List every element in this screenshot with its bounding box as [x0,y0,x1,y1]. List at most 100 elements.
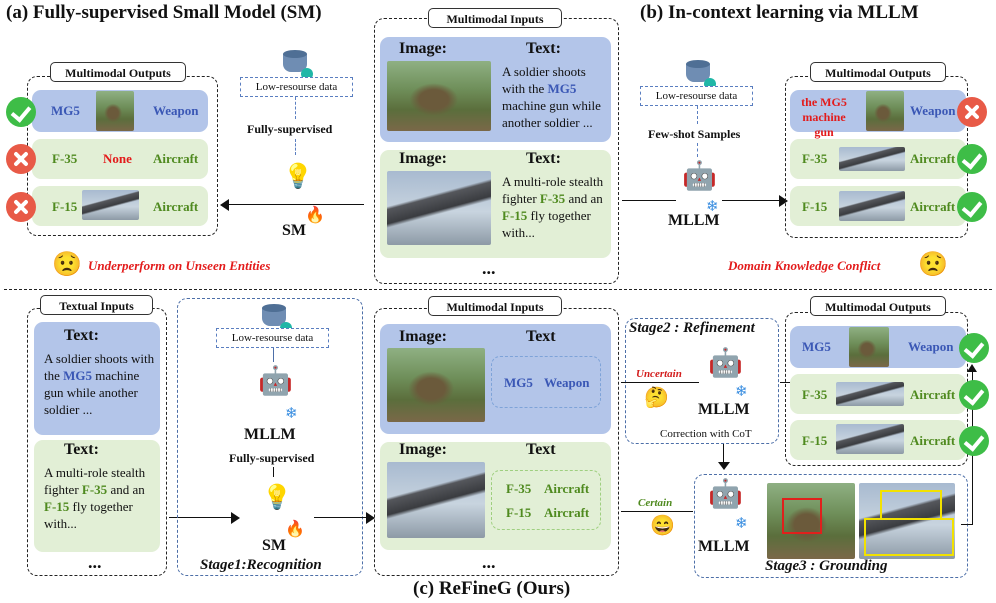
low-resource-data-box: Low-resourse data [216,328,329,348]
thinking-face-icon: 🤔 [644,387,669,409]
arrow [697,143,698,157]
panel-b-title: (b) In-context learning via MLLM [640,2,919,23]
c-f35-label: F-35 [506,481,532,496]
bounding-box [782,498,822,534]
image-label: Image: [399,328,447,345]
panel-a-row-f35 [32,139,208,179]
bounding-box [864,518,954,556]
c-out-aircraft-label-2: Aircraft [910,433,956,448]
panel-a-outputs-header: Multimodal Outputs [50,62,186,82]
database-icon [686,60,716,90]
image-label: Image: [399,150,447,167]
arrow [169,517,233,518]
check-icon [959,333,989,363]
c-input-pred-2 [491,470,601,530]
robot-icon: 🤖 [708,348,743,379]
textual-text-1: A soldier shoots with the MG5 machine gu… [44,351,155,417]
mllm-label: MLLM [698,401,750,418]
check-icon [959,426,989,456]
check-icon [957,192,987,222]
panel-b-outputs-header: Multimodal Outputs [810,62,946,82]
robot-icon: 🤖 [258,366,293,397]
soldier-photo [387,348,485,422]
arrow [723,444,724,464]
arrow [314,517,368,518]
arrow [273,348,274,362]
fully-supervised-label: Fully-supervised [229,451,315,465]
c-aircraft-label-2: Aircraft [544,505,590,520]
panel-b-f35-label: F-35 [802,151,828,166]
stage3-label: Stage3 : Grounding [765,558,888,574]
panel-a-aircraft-label-1: Aircraft [153,151,199,166]
underperform-label: Underperform on Unseen Entities [88,258,271,273]
mllm-label: MLLM [668,212,720,229]
robot-icon: 🤖 [708,479,743,510]
c-input-pred-1 [491,356,601,408]
low-resource-data-box: Low-resourse data [240,77,353,97]
arrow [224,204,364,205]
snowflake-icon: ❄ [735,384,748,400]
c-outputs-header: Multimodal Outputs [810,296,946,316]
panel-b-weapon-label: Weapon [910,103,956,118]
sad-face-icon: 😟 [918,252,948,278]
c-mg5-label: MG5 [504,375,533,390]
arrow [621,511,693,512]
panel-a-f15-label: F-15 [52,199,78,214]
c-out-aircraft-label-1: Aircraft [910,387,956,402]
panel-a-mg5-label: MG5 [51,103,80,118]
text-label: Text: [526,40,561,57]
soldier-photo [387,61,491,131]
c-aircraft-label-1: Aircraft [544,481,590,496]
textual-row-1 [34,322,160,435]
section-divider [4,289,992,290]
check-icon [6,97,36,127]
sm-model-icon: 💡 [262,485,292,511]
cross-icon [6,192,36,222]
image-label: Image: [399,40,447,57]
arrowhead [779,195,788,207]
stage3-box [694,474,968,578]
panel-b-aircraft-label-1: Aircraft [910,151,956,166]
panel-b-f15-label: F-15 [802,199,828,214]
panel-b-aircraft-label-2: Aircraft [910,199,956,214]
soldier-photo [866,91,904,131]
database-icon [262,304,292,334]
bounding-box [880,490,942,520]
c-weapon-label: Weapon [544,375,590,390]
database-icon [283,50,313,80]
panel-c-title: (c) ReFineG (Ours) [413,578,571,599]
jet-grounding-photo [859,483,955,559]
stage1-box [177,298,363,576]
panel-b-mg5-label: the MG5 machine gun [801,95,847,139]
panel-a-f35-label: F-35 [52,151,78,166]
snowflake-icon: ❄ [706,199,719,215]
ellipsis: ... [88,552,102,572]
top-inputs-header: Multimodal Inputs [428,8,562,28]
ellipsis: ... [482,258,496,278]
arrow [961,524,972,525]
arrowhead [718,462,730,470]
robot-icon: 🤖 [682,161,717,192]
arrow [697,106,698,124]
sm-model-icon: 💡 [283,164,313,190]
jet-photo [836,382,904,406]
text-label: Text [526,441,556,458]
cross-icon [957,97,987,127]
fully-supervised-label: Fully-supervised [247,122,333,136]
soldier-grounding-photo [767,483,855,559]
arrow [622,200,676,201]
stage1-label: Stage1:Recognition [200,557,322,573]
top-text-2: A multi-role stealth fighter F-35 and an… [502,174,604,240]
snowflake-icon: ❄ [285,406,298,422]
check-icon [959,380,989,410]
c-out-weapon-label: Weapon [908,339,954,354]
text-label: Text: [64,327,99,344]
mllm-label: MLLM [244,426,296,443]
jet-photo [387,462,485,538]
panel-a-aircraft-label-2: Aircraft [153,199,199,214]
snowflake-icon: ❄ [735,516,748,532]
soldier-photo [849,327,889,367]
jet-photo [387,171,491,245]
text-label: Text: [64,441,99,458]
conflict-label: Domain Knowledge Conflict [728,258,881,273]
